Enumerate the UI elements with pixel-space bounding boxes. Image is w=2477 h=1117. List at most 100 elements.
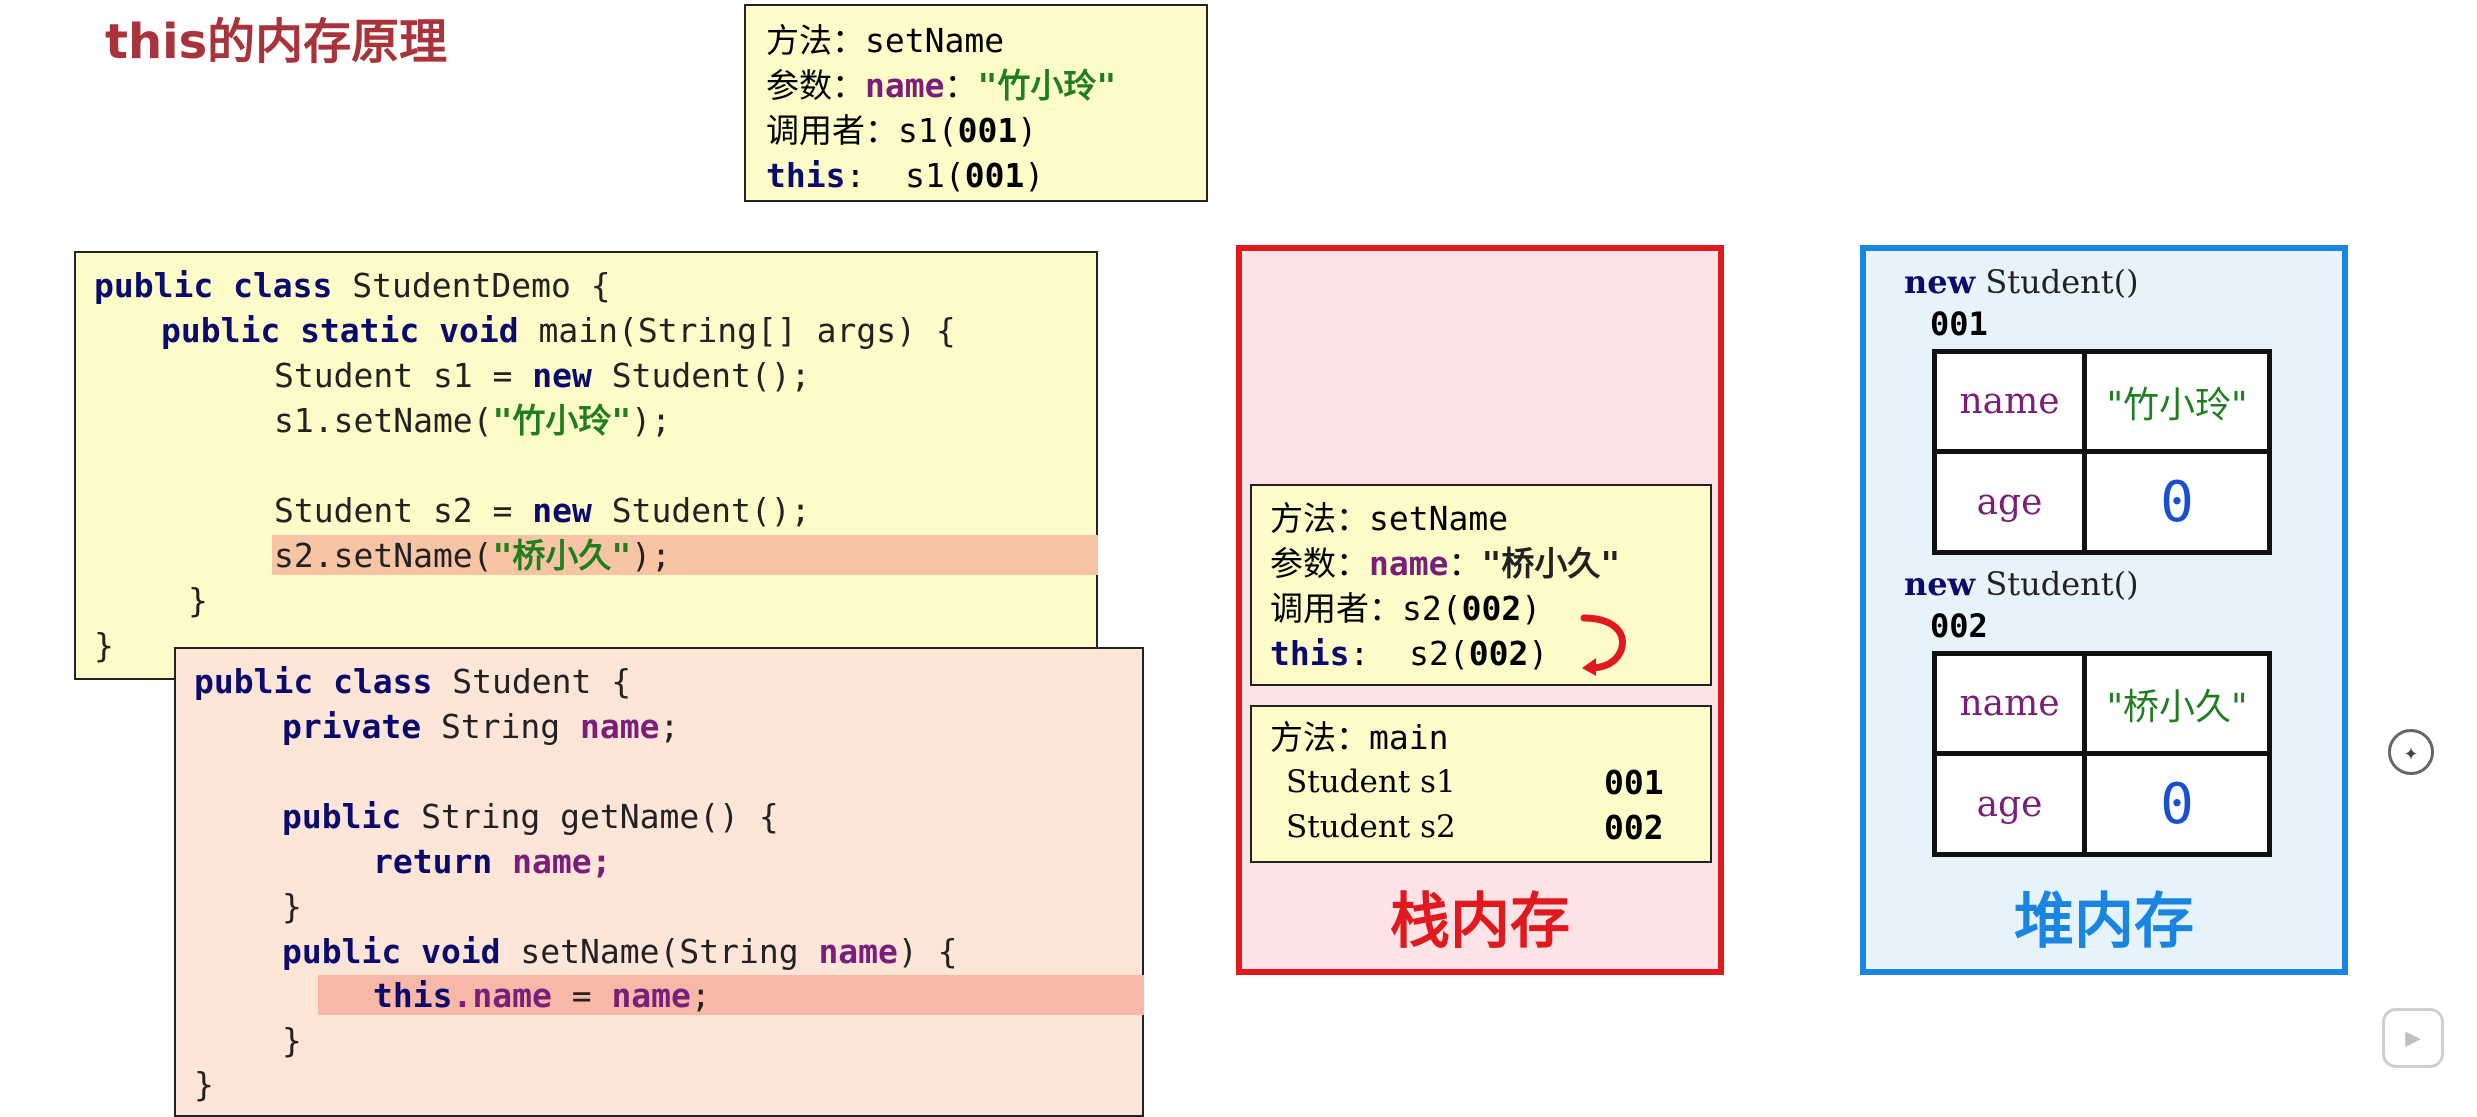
main-var-s1: Student s1 001 [1270,760,1710,805]
code-line: } [282,887,302,926]
code-line: private String name; [282,704,679,749]
code-line: } [188,581,208,620]
code-field: .name [452,976,552,1015]
code-field: name [611,976,691,1015]
field-name-cell: name [1937,354,2087,454]
code-field: name; [492,842,612,881]
this-address: 002 [1468,634,1529,673]
code-text: String [421,707,581,746]
param-sep: ： [1448,544,1482,583]
stack-frame-setname: 方法：setName 参数：name："桥小久" 调用者：s2(002) thi… [1250,484,1712,686]
heap-object-address: 002 [1930,607,1988,645]
heap-object-table: name "桥小久" age 0 [1932,651,2272,857]
code-text: StudentDemo { [332,266,611,305]
code-text: Student(); [591,491,811,530]
heap-label: 堆内存 [2014,887,2194,957]
heap-object-address: 001 [1930,305,1988,343]
code-text: Student() [1975,263,2139,301]
method-label: 方法： [766,21,865,60]
code-text: ) { [897,932,958,971]
method-value: main [1369,718,1449,757]
field-value-cell: 0 [2160,469,2194,535]
code-line: Student s1 = new Student(); [274,353,810,398]
caller-label: 调用者： [766,111,898,150]
method-value: setName [1369,499,1509,538]
main-var-s2: Student s2 002 [1270,805,1710,850]
studentdemo-code-box: public class StudentDemo { public static… [74,251,1098,680]
play-icon[interactable]: ▶ [2382,1008,2444,1068]
code-keyword: return [373,842,493,881]
param-label: 参数： [1270,544,1369,583]
code-line: public class StudentDemo { [94,263,611,308]
var-address: 002 [1604,808,1664,847]
stack-memory: 方法：setName 参数：name："桥小久" 调用者：s2(002) thi… [1236,245,1724,975]
caller-address: 002 [1461,589,1522,628]
caller-value-c: ) [1521,589,1542,628]
method-line: 方法：setName [766,18,1206,63]
assistant-icon[interactable]: ✦ [2388,729,2434,775]
code-text: ); [631,536,672,575]
code-line: return name; [373,839,611,884]
code-line: } [94,626,114,665]
code-text: Student(); [591,356,811,395]
this-value-a: s1( [905,156,965,195]
caller-label: 调用者： [1270,589,1402,628]
param-line: 参数：name："桥小久" [1270,541,1710,586]
code-text: ); [631,401,672,440]
this-label: this [766,156,846,195]
code-text: Student() [1975,565,2139,603]
stack-label: 栈内存 [1390,887,1570,957]
var-address: 001 [1604,763,1664,802]
param-value: "竹小玲" [977,66,1117,105]
current-line-highlight [272,535,1098,575]
code-text: main(String[] args) { [518,311,956,350]
code-keyword: public [282,797,402,836]
this-line: this: s2(002) [1270,631,1710,676]
field-name-cell: name [1937,656,2087,756]
code-keyword: public static void [161,311,519,350]
this-address: 001 [964,156,1025,195]
field-value-cell: "竹小玲" [2087,354,2267,454]
code-string: "竹小玲" [492,401,632,440]
method-label: 方法： [1270,718,1369,757]
var-name: Student s2 [1286,809,1456,845]
param-name: name [1369,544,1449,583]
code-line: } [282,1021,302,1060]
code-string: "桥小久" [492,536,632,575]
caller-line: 调用者：s2(002) [1270,586,1710,631]
param-value: "桥小久" [1481,544,1621,583]
code-line: Student s2 = new Student(); [274,488,810,533]
code-keyword: public class [94,266,333,305]
code-line: public class Student { [194,659,631,704]
this-sep: : [1349,634,1410,673]
this-sep: : [845,156,906,195]
code-line: } [194,1065,214,1104]
method-info-box: 方法：setName 参数：name："竹小玲" 调用者：s1(001) thi… [744,4,1208,202]
code-line: s2.setName("桥小久"); [274,533,671,578]
code-text: Student { [432,662,632,701]
method-line: 方法：setName [1270,496,1710,541]
this-line: this: s1(001) [766,153,1206,198]
code-field: name [818,932,898,971]
field-name-cell: age [1937,756,2087,852]
current-line-highlight [318,975,1144,1015]
caller-line: 调用者：s1(001) [766,108,1206,153]
code-keyword: new [532,356,592,395]
field-value-cell: 0 [2160,771,2194,837]
caller-value-c: ) [1017,111,1038,150]
code-text: = [551,976,612,1015]
this-label: this [1270,634,1350,673]
this-value-a: s2( [1409,634,1469,673]
var-name: Student s1 [1286,764,1456,800]
code-keyword: public void [282,932,501,971]
param-sep: ： [944,66,978,105]
code-keyword: new [1904,263,1976,301]
heap-object-table: name "竹小玲" age 0 [1932,349,2272,555]
this-value-c: ) [1024,156,1045,195]
page-title: this的内存原理 [105,14,448,70]
caller-value-a: s2( [1402,589,1462,628]
code-line: public static void main(String[] args) { [161,308,956,353]
heap-memory: new Student() 001 name "竹小玲" age 0 new S… [1860,245,2348,975]
stack-frame-main: 方法：main Student s1 001 Student s2 002 [1250,705,1712,863]
field-value-cell: "桥小久" [2087,656,2267,756]
